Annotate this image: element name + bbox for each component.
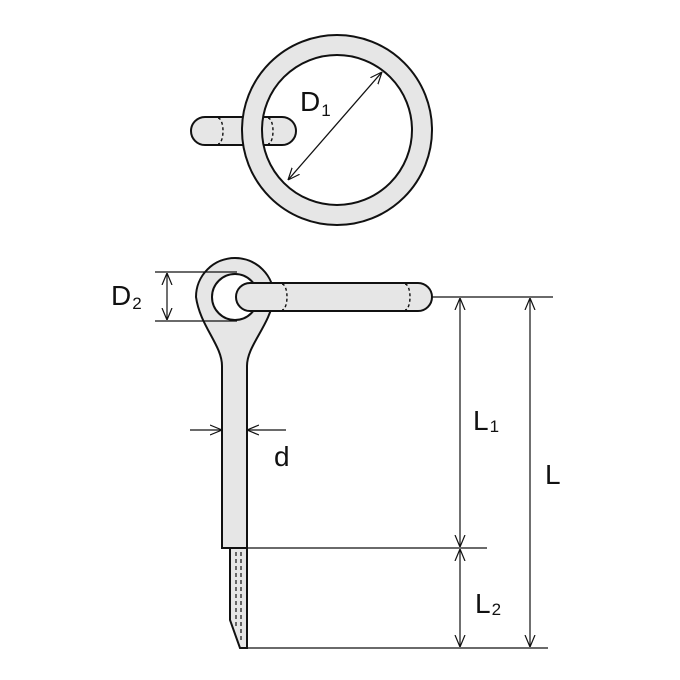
d-label: d (274, 441, 290, 472)
d1-label: D1 (300, 86, 331, 120)
side-view (194, 257, 433, 649)
threaded-section (229, 547, 248, 649)
top-view-ring (240, 34, 434, 226)
l-label: L (545, 459, 561, 490)
top-view: D1 (190, 34, 434, 226)
l1-label: L1 (473, 405, 499, 436)
l2-label: L2 (475, 588, 501, 619)
side-view-pin (235, 282, 433, 312)
d2-label: D2 (111, 280, 142, 313)
d1-dimension-arrow (288, 72, 382, 180)
dimensions: D2 d L1 L2 L (111, 271, 561, 649)
